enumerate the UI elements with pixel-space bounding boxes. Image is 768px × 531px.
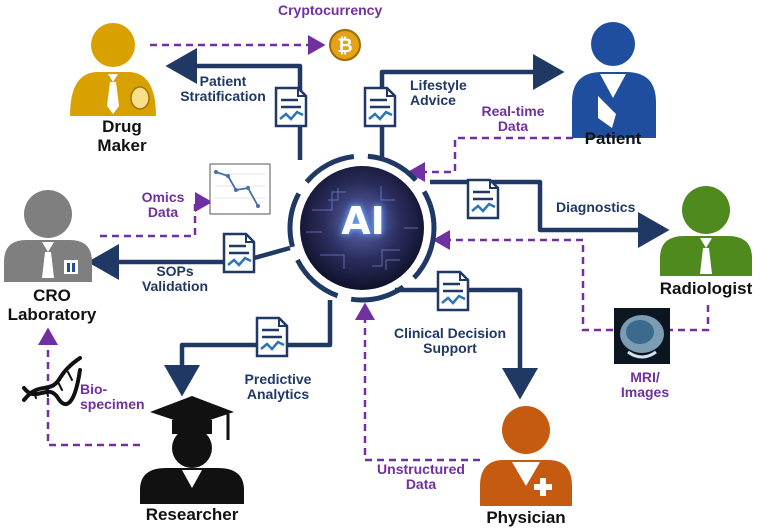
document-chart-icon-predictive: [255, 316, 289, 358]
cro-laboratory-icon: [4, 190, 92, 282]
arrow-to-drug-maker: [165, 48, 303, 160]
dna-icon: [22, 356, 82, 407]
ai-core: [287, 153, 437, 303]
drug-maker-label: Drug Maker: [97, 117, 147, 155]
arrow-to-physician: [395, 287, 538, 400]
document-chart-icon-clinical: [436, 270, 470, 312]
realtime-data-flow: [407, 136, 573, 182]
patient-label: Patient: [584, 129, 642, 148]
graduation-cap-icon: [150, 396, 234, 426]
researcher-icon: [140, 396, 244, 504]
omics-data-label: Omics Data: [141, 189, 185, 221]
researcher-label: Researcher: [145, 505, 239, 524]
clinical-decision-support-label: Clinical Decision Support: [393, 325, 507, 357]
cryptocurrency-label: Cryptocurrency: [278, 2, 383, 18]
arrow-to-cro: [87, 244, 291, 280]
document-chart-icon-diagnostics: [466, 178, 500, 220]
document-chart-icon-stratification: [274, 86, 308, 128]
cro-laboratory-label: CRO Laboratory: [7, 286, 97, 324]
lifestyle-advice-label: Lifestyle Advice: [410, 77, 467, 109]
line-chart-thumbnail: [209, 163, 271, 215]
unstructured-data-flow: [355, 302, 480, 462]
patient-stratification-label: Patient Stratification: [180, 73, 266, 105]
physician-label: Physician: [486, 508, 566, 527]
arrow-to-patient: [379, 54, 565, 160]
svg-text:₿: ₿: [337, 35, 352, 57]
drug-maker-icon: [70, 23, 156, 116]
bitcoin-icon: ₿: [329, 29, 361, 61]
physician-icon: [480, 406, 572, 506]
mri-scan-image: [614, 308, 670, 364]
bio-specimen-label: Bio- specimen: [80, 381, 145, 413]
biospecimen-flow: [38, 327, 140, 447]
document-chart-icon-lifestyle: [363, 86, 397, 128]
real-time-data-label: Real-time Data: [481, 103, 545, 135]
sops-validation-label: SOPs Validation: [141, 263, 209, 295]
mri-data-flow: [432, 230, 710, 332]
omics-data-flow: [100, 192, 213, 238]
ai-label: AI: [341, 199, 385, 243]
radiologist-label: Radiologist: [659, 279, 753, 298]
unstructured-data-label: Unstructured Data: [377, 461, 465, 493]
mri-images-label: MRI/ Images: [620, 369, 670, 401]
patient-icon: [572, 22, 656, 138]
predictive-analytics-label: Predictive Analytics: [244, 371, 312, 403]
diagnostics-label: Diagnostics: [556, 199, 636, 215]
radiologist-icon: [660, 186, 752, 276]
